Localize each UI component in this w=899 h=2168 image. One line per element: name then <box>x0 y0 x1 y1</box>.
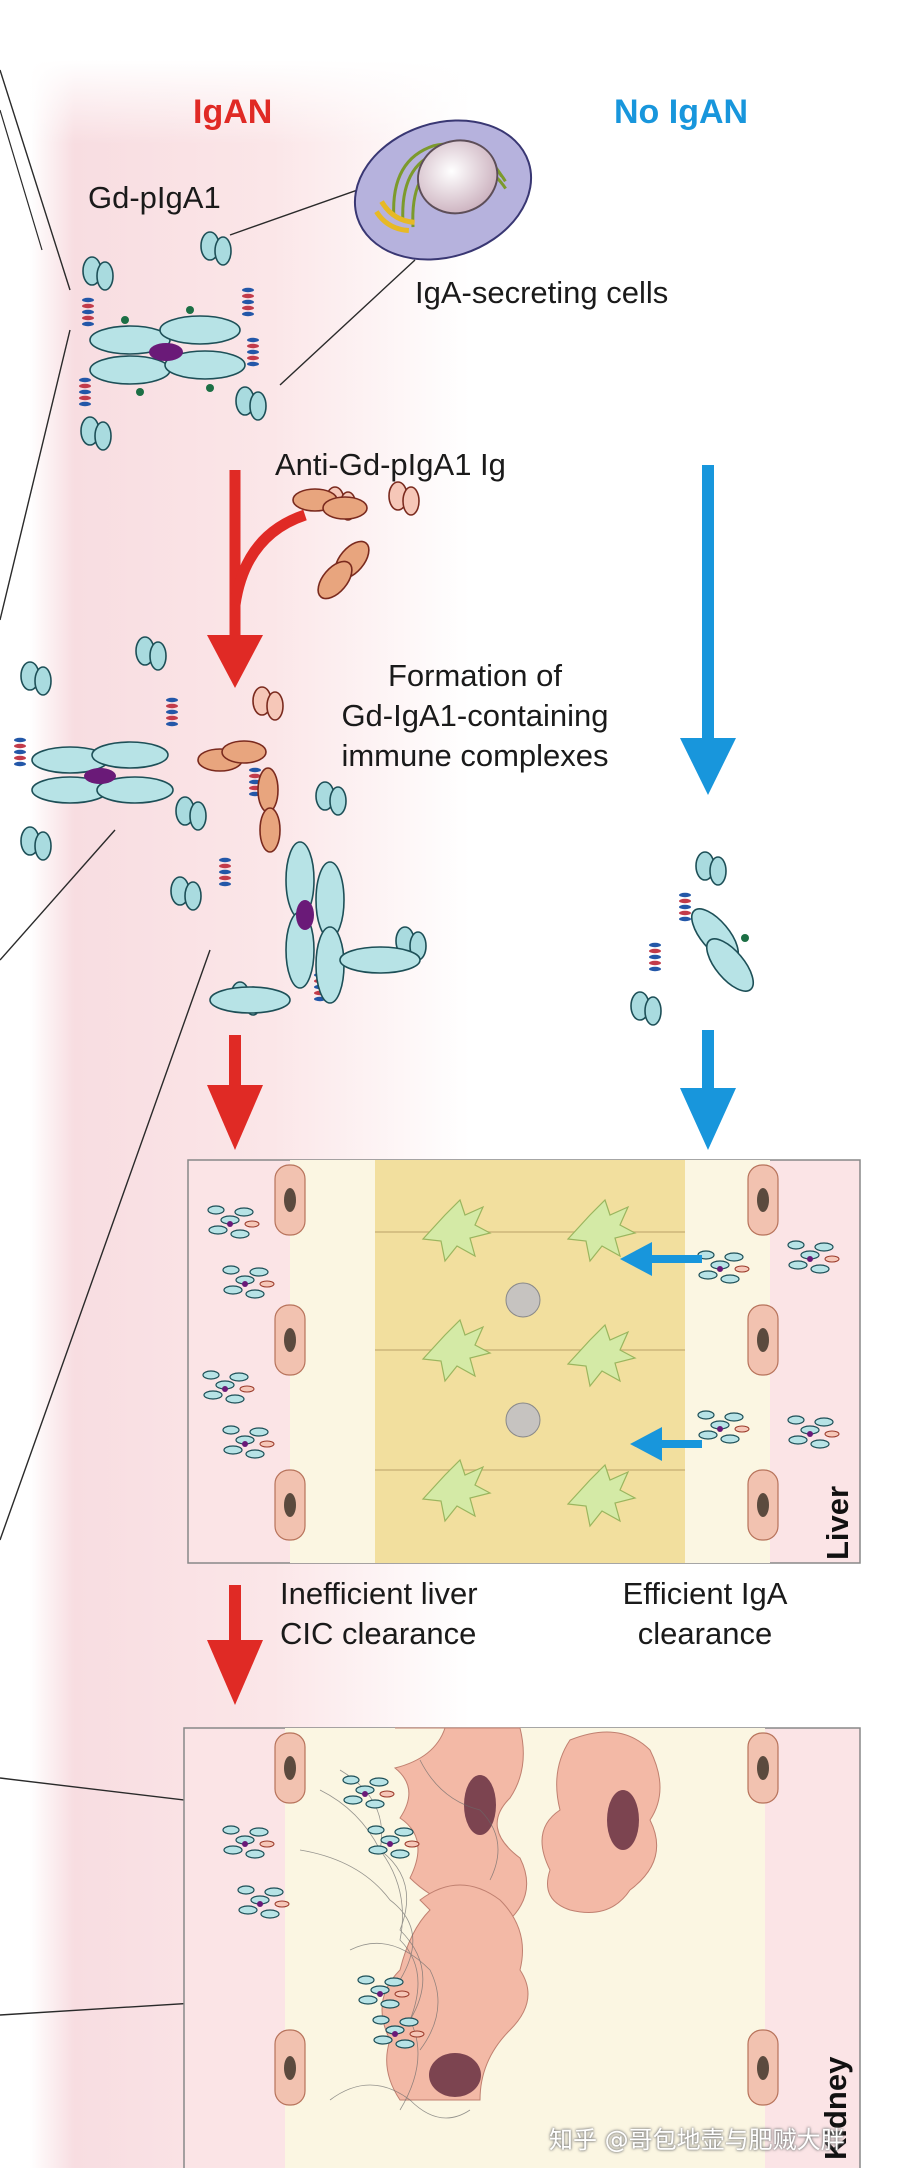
gd-piga1-label: Gd-pIgA1 <box>88 180 221 215</box>
formation-label-line1: Formation of <box>387 658 562 693</box>
formation-label-line2: Gd-IgA1-containing <box>341 698 609 733</box>
iga-secreting-cell <box>353 119 533 261</box>
no-igan-header: No IgAN <box>614 93 749 131</box>
no-igan-arrow-1 <box>680 465 736 795</box>
watermark: 知乎 @哥包地壶与肥贼大胖 <box>549 2126 845 2154</box>
anti-gd-piga1-ig-label: Anti-Gd-pIgA1 Ig <box>275 447 506 482</box>
igan-arrow-2 <box>207 1035 263 1150</box>
gd-iga1-immune-complex <box>14 636 427 1016</box>
iga-secreting-cells-label: IgA-secreting cells <box>415 275 669 310</box>
liver-label: Liver <box>820 1485 855 1560</box>
anti-gd-piga1-ig <box>292 481 420 600</box>
no-igan-arrow-2 <box>680 1030 736 1150</box>
igan-header: IgAN <box>193 93 273 131</box>
liver-panel <box>187 1159 861 1564</box>
normal-iga <box>630 851 754 1026</box>
inefficient-clearance-line1: Inefficient liver <box>280 1576 478 1611</box>
igan-arrow-3 <box>207 1585 263 1705</box>
formation-label-line3: immune complexes <box>341 738 609 773</box>
efficient-clearance-line1: Efficient IgA <box>622 1576 788 1611</box>
gd-piga1-polymer <box>79 231 267 451</box>
kidney-panel <box>183 1727 861 2168</box>
igan-arrow-1 <box>207 470 307 688</box>
inefficient-clearance-line2: CIC clearance <box>280 1616 477 1651</box>
efficient-clearance-line2: clearance <box>637 1616 773 1651</box>
